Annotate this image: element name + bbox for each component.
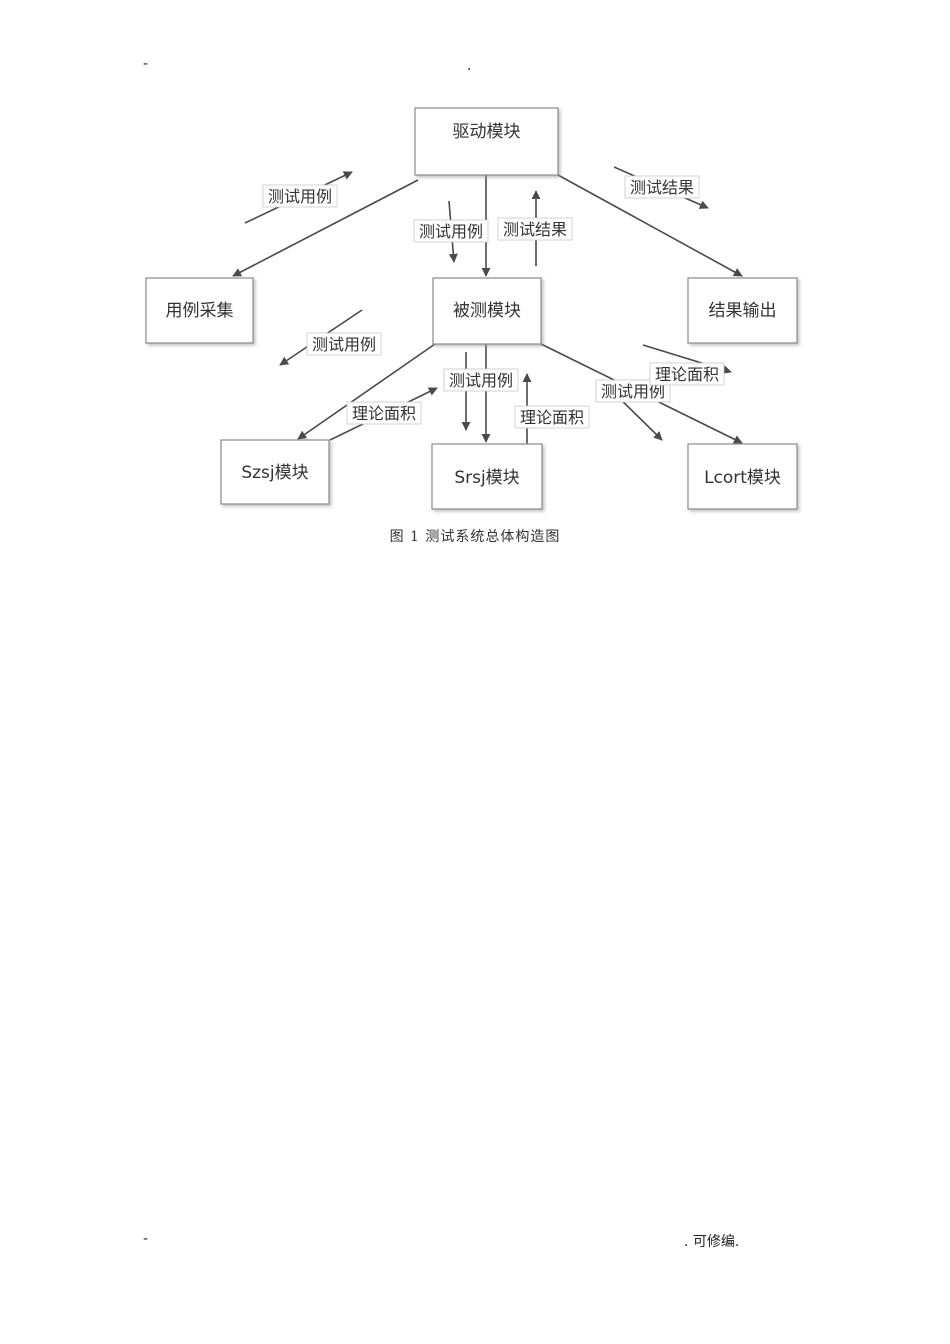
edge-label-tested-to-srsj: 测试用例 [443, 368, 519, 392]
footer-right-text: . 可修编. [684, 1234, 740, 1250]
edge-driver-output [557, 174, 743, 277]
svg-text:测试用例: 测试用例 [601, 382, 665, 401]
svg-text:测试用例: 测试用例 [312, 335, 376, 354]
node-result-output: 结果输出 [687, 277, 798, 344]
svg-text:测试用例: 测试用例 [449, 371, 513, 390]
node-szsj-module-label: Szsj模块 [241, 463, 308, 483]
header-left-mark: - [143, 56, 149, 72]
node-case-collect: 用例采集 [145, 277, 254, 344]
svg-text:测试用例: 测试用例 [268, 187, 332, 206]
node-tested-module: 被测模块 [432, 277, 542, 345]
edge-driver-collect [232, 179, 419, 277]
node-tested-module-label: 被测模块 [453, 301, 521, 321]
node-lcort-module: Lcort模块 [687, 443, 798, 510]
edge-label-driver-to-collect: 测试用例 [262, 184, 338, 208]
svg-text:理论面积: 理论面积 [520, 408, 584, 427]
edge-label-tested-to-driver: 测试结果 [497, 217, 573, 241]
node-srsj-module-label: Srsj模块 [454, 468, 519, 488]
edge-label-driver-to-tested: 测试用例 [413, 219, 489, 243]
figure-caption: 图 1 测试系统总体构造图 [389, 529, 561, 545]
header-right-mark: . [467, 58, 472, 74]
edge-label-szsj-to-tested: 理论面积 [346, 401, 422, 425]
svg-text:测试结果: 测试结果 [503, 220, 567, 239]
node-srsj-module: Srsj模块 [431, 443, 543, 510]
edge-label-tested-to-lcort: 测试用例 [595, 379, 671, 403]
node-case-collect-label: 用例采集 [166, 301, 234, 321]
node-szsj-module: Szsj模块 [220, 439, 330, 505]
svg-text:测试用例: 测试用例 [419, 222, 483, 241]
node-driver-module: 驱动模块 [414, 107, 559, 176]
svg-text:测试结果: 测试结果 [630, 178, 694, 197]
node-lcort-module-label: Lcort模块 [704, 468, 781, 488]
svg-text:理论面积: 理论面积 [352, 404, 416, 423]
edge-tested-szsj [297, 343, 436, 440]
node-result-output-label: 结果输出 [709, 301, 777, 321]
footer-left-mark: - [143, 1231, 149, 1247]
svg-text:理论面积: 理论面积 [655, 365, 719, 384]
edge-label-collect-to-tested: 测试用例 [306, 332, 382, 356]
system-structure-diagram: 驱动模块 用例采集 被测模块 结果输出 Szsj模块 Srsj模块 Lcort模… [145, 107, 798, 510]
node-driver-module-label: 驱动模块 [453, 122, 521, 142]
edge-label-driver-to-output: 测试结果 [624, 175, 700, 199]
edge-label-lcort-to-tested: 理论面积 [649, 362, 725, 386]
edge-label-srsj-to-tested: 理论面积 [514, 405, 590, 429]
